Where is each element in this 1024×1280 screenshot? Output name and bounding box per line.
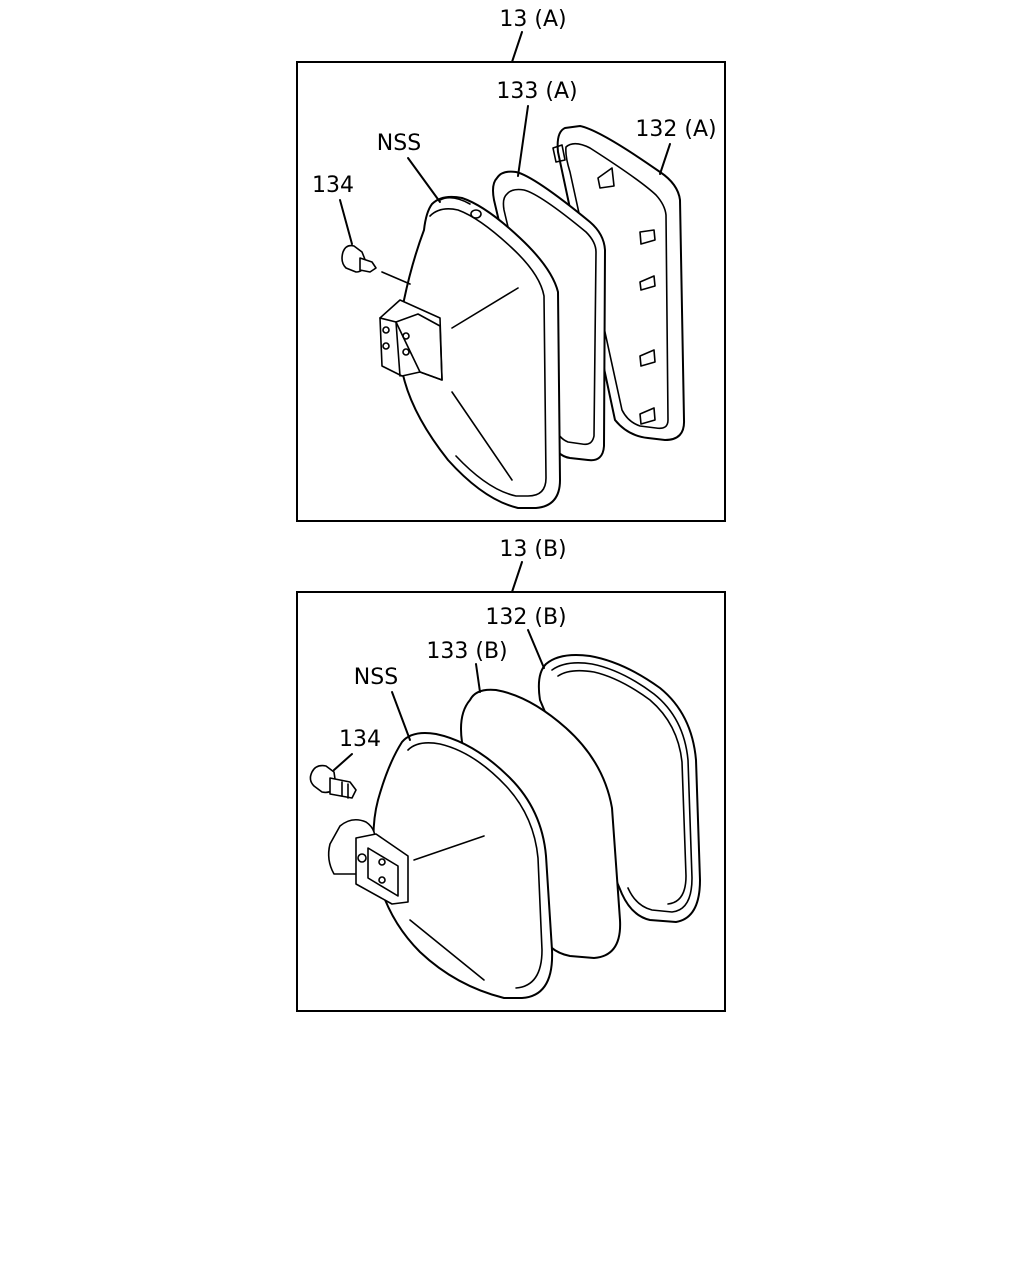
label-backing-plate-b: 133 (B) bbox=[426, 639, 507, 664]
assembly-b-title: 13 (B) bbox=[499, 537, 566, 562]
label-housing-a: NSS bbox=[377, 131, 421, 156]
label-screw-a: 134 bbox=[312, 173, 354, 198]
assembly-a: 13 (A) bbox=[296, 7, 726, 522]
mirror-housing-a bbox=[379, 195, 561, 509]
label-backing-plate-a: 133 (A) bbox=[496, 79, 577, 104]
screw-a bbox=[341, 244, 411, 285]
label-screw-b: 134 bbox=[339, 727, 381, 752]
assembly-a-title: 13 (A) bbox=[499, 7, 566, 32]
screw-b bbox=[309, 764, 357, 799]
leader-housing-a bbox=[407, 157, 441, 203]
label-housing-b: NSS bbox=[354, 665, 398, 690]
leader-screw-b bbox=[333, 753, 353, 771]
label-mirror-glass-a: 132 (A) bbox=[635, 117, 716, 142]
mirror-glass-a bbox=[552, 125, 686, 441]
label-mirror-glass-b: 132 (B) bbox=[485, 605, 566, 630]
assembly-b-frame bbox=[296, 591, 726, 1012]
assembly-b-title-leader bbox=[511, 561, 523, 593]
assembly-a-title-leader bbox=[511, 31, 523, 63]
mirror-glass-b bbox=[537, 654, 701, 923]
leader-mirror-glass-a bbox=[659, 143, 671, 175]
mirror-housing-b bbox=[327, 732, 554, 999]
leader-screw-a bbox=[339, 199, 353, 245]
leader-backing-plate-a bbox=[517, 105, 529, 177]
assembly-a-frame bbox=[296, 61, 726, 522]
leader-backing-plate-b bbox=[475, 663, 481, 693]
leader-mirror-glass-b bbox=[527, 629, 545, 669]
leader-housing-b bbox=[391, 691, 411, 741]
assembly-b: 13 (B) bbox=[296, 537, 726, 1012]
